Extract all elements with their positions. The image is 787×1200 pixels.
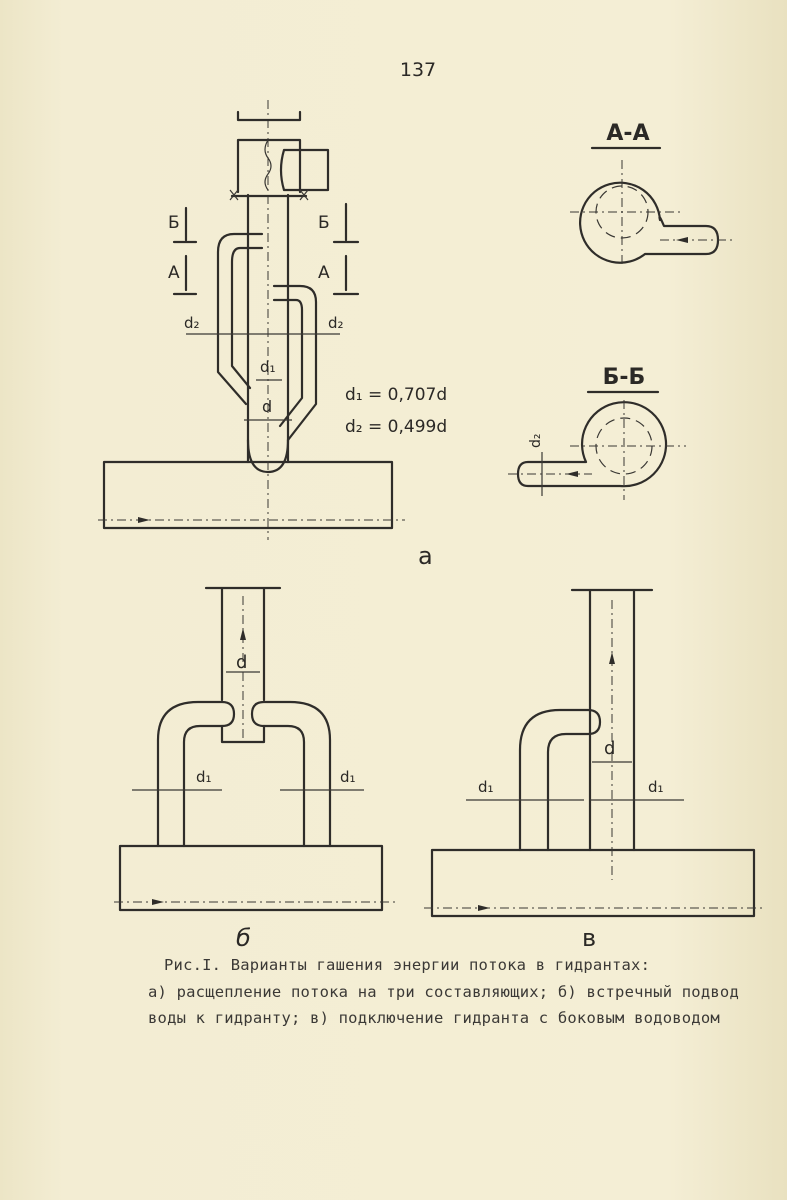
cut-markers-left bbox=[172, 206, 198, 296]
flange-bolts-a bbox=[229, 189, 309, 201]
label-d1-left-v: d₁ bbox=[478, 778, 494, 796]
caption-line-3: воды к гидранту; в) подключение гидранта… bbox=[148, 1009, 720, 1027]
label-d-b: d bbox=[236, 652, 247, 673]
right-bypass-a bbox=[272, 284, 318, 442]
valve-body-a bbox=[230, 138, 308, 198]
valve-outlet-a bbox=[279, 148, 330, 192]
label-d1-right-v: d₁ bbox=[648, 778, 664, 796]
left-branch-b bbox=[156, 700, 236, 848]
cut-label-a-right: А bbox=[318, 263, 330, 283]
main-pipe-v bbox=[430, 848, 756, 918]
formula-d2: d₂ = 0,499d bbox=[345, 417, 447, 437]
figure-v: d d₁ d₁ в bbox=[424, 588, 766, 952]
label-d: d bbox=[262, 397, 272, 416]
formula-d1: d₁ = 0,707d bbox=[345, 385, 447, 405]
main-pipe-b bbox=[118, 844, 384, 912]
figure-letter-a: а bbox=[418, 542, 433, 570]
caption-line-2: а) расщепление потока на три составляющи… bbox=[148, 983, 739, 1001]
figure-letter-v: в bbox=[582, 924, 596, 952]
cut-label-a-left: А bbox=[168, 263, 180, 283]
main-pipe-a bbox=[102, 460, 394, 530]
section-b-b-arrow bbox=[566, 471, 578, 477]
riser-base-a bbox=[246, 438, 290, 474]
section-b-b-shape bbox=[516, 401, 668, 488]
cut-label-b-left: Б bbox=[168, 213, 180, 233]
section-a-a-shape bbox=[579, 181, 720, 264]
label-d2-left: d₂ bbox=[184, 314, 200, 332]
riser-v bbox=[570, 588, 654, 852]
right-branch-b bbox=[250, 700, 332, 848]
caption-line-1: Рис.I. Варианты гашения энергии потока в… bbox=[164, 956, 651, 974]
flow-arrow-riser-b bbox=[240, 628, 246, 640]
label-d1-right-b: d₁ bbox=[340, 768, 356, 786]
flow-arrow-main-a bbox=[138, 517, 150, 523]
figure-a: Б А Б А d₂ d₂ d₁ d d₁ = 0,707d d₂ = 0,49… bbox=[98, 100, 447, 570]
section-a-a-arrow bbox=[676, 237, 688, 243]
figure-letter-b: б bbox=[236, 924, 251, 952]
side-branch-v bbox=[518, 708, 602, 852]
section-a-a-title: А-А bbox=[606, 121, 649, 146]
section-b-b-label-d2: d₂ bbox=[528, 434, 544, 449]
left-bypass-a bbox=[216, 232, 264, 406]
flow-arrow-riser-v bbox=[609, 652, 615, 664]
cut-label-b-right: Б bbox=[318, 213, 330, 233]
valve-spring-a bbox=[264, 139, 272, 191]
figure-b: d d₁ d₁ б bbox=[114, 586, 396, 952]
section-b-b: Б-Б d₂ bbox=[508, 365, 686, 500]
page-number: 137 bbox=[400, 59, 436, 81]
flow-arrow-main-v bbox=[478, 905, 490, 911]
cut-markers-right bbox=[332, 202, 360, 296]
label-d2-right: d₂ bbox=[328, 314, 344, 332]
label-d-v: d bbox=[604, 738, 615, 759]
riser-b bbox=[204, 586, 282, 744]
label-d1-left-b: d₁ bbox=[196, 768, 212, 786]
section-a-a: А-А bbox=[570, 121, 736, 266]
valve-top-a bbox=[236, 110, 302, 122]
section-b-b-title: Б-Б bbox=[603, 365, 646, 390]
flow-arrow-main-b bbox=[152, 899, 164, 905]
label-d1: d₁ bbox=[260, 358, 276, 376]
